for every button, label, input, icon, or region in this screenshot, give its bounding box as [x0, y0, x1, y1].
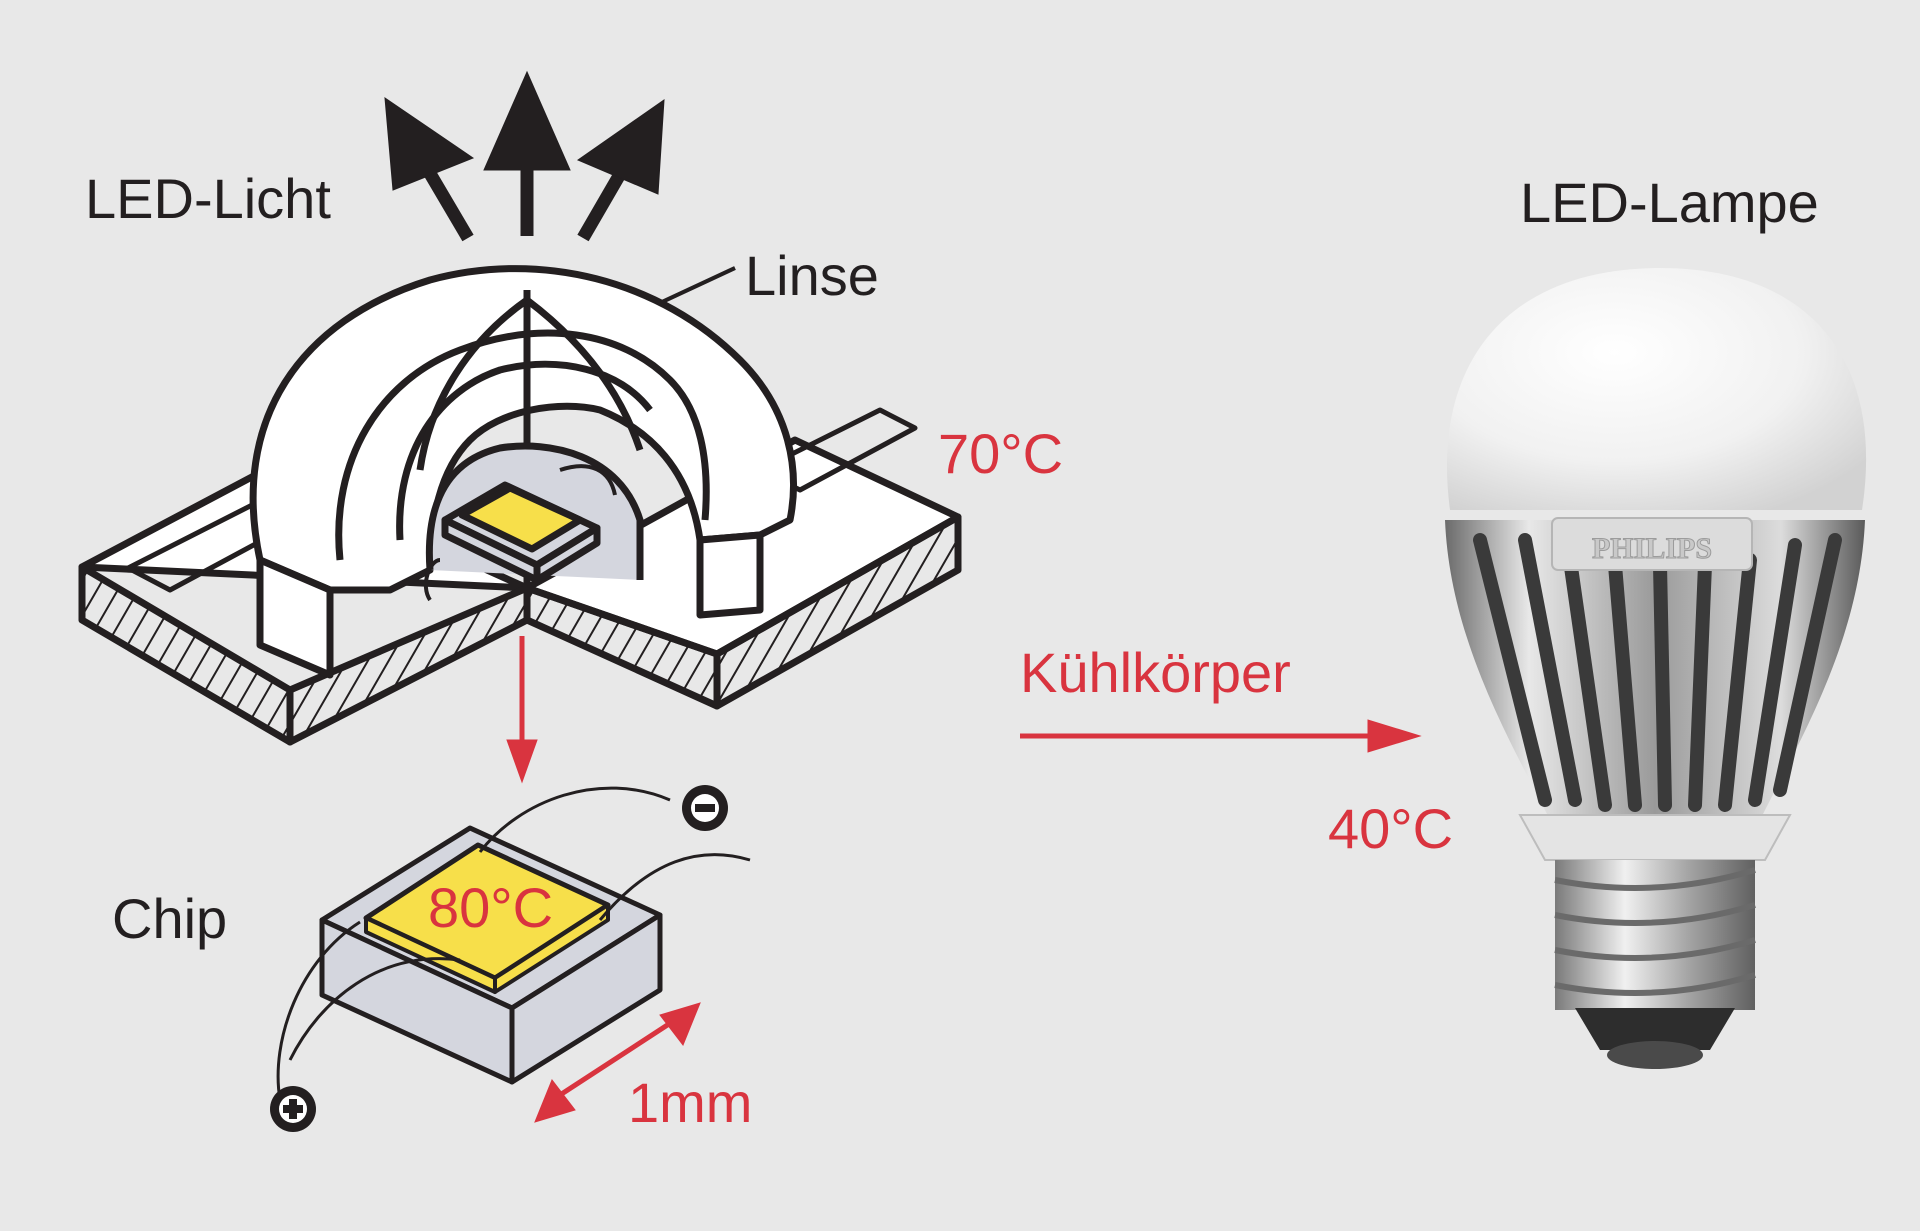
led-bulb-illustration: PHILIPS [1445, 268, 1867, 1069]
arrow-right-icon [576, 98, 665, 242]
plus-circle-icon [270, 1086, 316, 1132]
heat-flow-arrow-icon [1020, 719, 1422, 753]
chip-size-label: 1mm [628, 1071, 752, 1134]
lens-label: Linse [745, 244, 879, 307]
light-arrows [384, 70, 665, 242]
chip-label: Chip [112, 887, 227, 950]
arrow-up-icon [483, 70, 571, 236]
heatsink-temperature-label: 40°C [1328, 797, 1453, 860]
led-light-label: LED-Licht [85, 167, 331, 230]
size-double-arrow-icon [534, 1002, 701, 1123]
brand-label: PHILIPS [1592, 532, 1712, 565]
arrow-left-icon [384, 96, 475, 242]
led-package [78, 265, 962, 746]
heatsink-label: Kühlkörper [1020, 641, 1291, 704]
arrow-down-icon [506, 636, 538, 784]
led-lamp-label: LED-Lampe [1520, 171, 1819, 234]
minus-circle-icon [682, 785, 728, 831]
package-temperature-label: 70°C [938, 422, 1063, 485]
chip-temperature-label: 80°C [428, 876, 553, 939]
chip-detail [276, 786, 751, 1101]
lens-leader-line [661, 266, 736, 304]
